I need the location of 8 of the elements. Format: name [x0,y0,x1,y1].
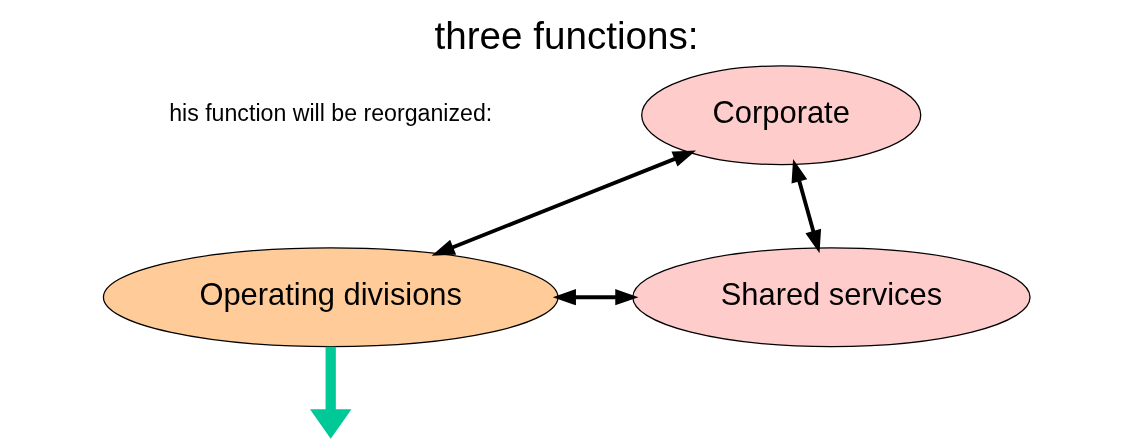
node-ellipse: Shared services [631,247,1031,348]
arrow [431,150,696,256]
diagram-title: three functions: [433,14,698,58]
arrow [791,159,821,254]
node-ellipse: Operating divisions [102,247,559,348]
arrow [309,346,351,439]
label: his function will be reorganized: [168,99,492,126]
arrow [552,289,638,306]
